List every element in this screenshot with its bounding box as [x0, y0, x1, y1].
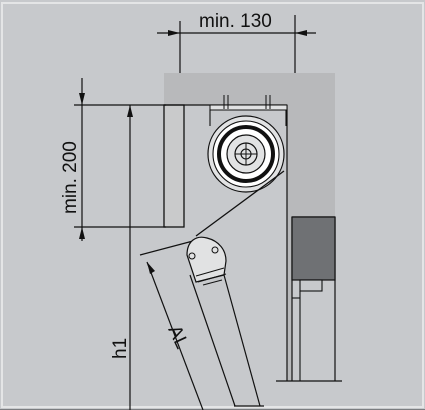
arm-left-rail — [189, 274, 236, 407]
left-height-dimension: min. 200 — [60, 78, 166, 241]
folding-arm — [186, 236, 264, 407]
left-dimension-bottom-arrow — [79, 227, 85, 239]
mount-arm-right — [283, 109, 287, 126]
left-dimension-top-arrow — [79, 93, 85, 105]
arm-length-top-arrow — [147, 262, 155, 274]
arm-joint-separator — [195, 267, 225, 277]
overall-height-top-arrow — [127, 105, 133, 117]
wall-step-block — [299, 279, 323, 292]
left-wall-post — [163, 104, 185, 228]
mount-plate — [209, 104, 288, 111]
roller-thick-ring — [217, 125, 275, 183]
dark-wall-block — [291, 216, 336, 281]
roller-mount — [195, 95, 288, 237]
overall-height-label: h1 — [110, 338, 131, 359]
arm-length-dimension-line — [146, 261, 204, 410]
arm-joint-separator-2 — [197, 273, 227, 283]
arm-joint-separator-3 — [202, 279, 223, 286]
mount-arm-left — [209, 109, 213, 126]
top-dimension-label: min. 130 — [199, 11, 272, 32]
wall-shape — [164, 73, 335, 381]
arm-length-extension — [139, 240, 194, 256]
ceiling-block — [164, 73, 335, 105]
left-dimension-label: min. 200 — [60, 141, 81, 214]
overall-height-dimension: h1 — [110, 105, 133, 410]
top-dimension-left-arrow — [168, 30, 180, 36]
arm-joint-bolt-left — [188, 252, 196, 260]
arm-joint-bolt-right — [211, 246, 219, 254]
arm-right-rail — [223, 274, 261, 407]
top-dimension: min. 130 — [157, 11, 316, 105]
cover-line — [195, 170, 285, 237]
wall-ceiling-section — [163, 73, 342, 382]
top-dimension-right-arrow — [295, 30, 307, 36]
